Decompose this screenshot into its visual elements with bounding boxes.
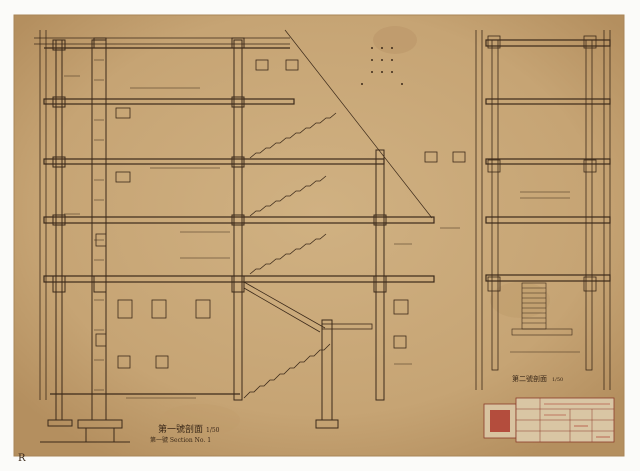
- detail-dots: [361, 47, 403, 85]
- main-section-drawing: [34, 29, 466, 443]
- footings: [40, 419, 339, 443]
- paper-stain: [160, 404, 240, 436]
- paper-sheet: [14, 15, 624, 456]
- main-drawing-title: 第一號剖面: [158, 423, 203, 435]
- corner-mark: R: [18, 453, 26, 464]
- secondary-section-drawing: [475, 30, 611, 390]
- column-caps: [52, 37, 387, 293]
- paper-stain: [373, 26, 417, 54]
- secondary-stair: [510, 282, 580, 353]
- columns: [55, 39, 385, 421]
- annotation-scribbles: [64, 75, 460, 399]
- paper-stain: [490, 282, 550, 318]
- side-drawing-scale: 1/50: [552, 377, 563, 383]
- title-block: [483, 397, 615, 443]
- main-drawing-scale: 1/50: [206, 427, 220, 434]
- main-drawing-subtitle: 第一號 Section No. 1: [150, 436, 211, 444]
- side-drawing-title: 第二號剖面: [512, 374, 547, 383]
- stair-flights: [243, 112, 373, 399]
- beam-sections: [95, 59, 466, 369]
